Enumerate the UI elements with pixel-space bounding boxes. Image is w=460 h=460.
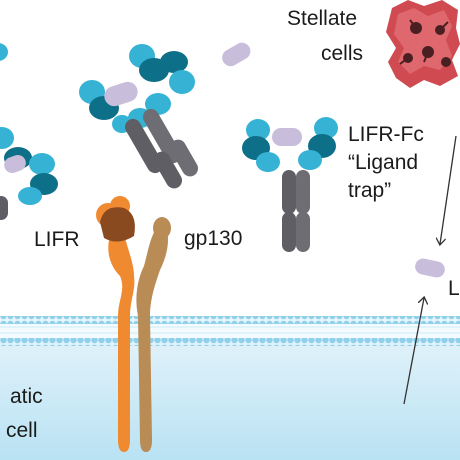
stellate-cells-label: Stellate: [287, 7, 358, 30]
lifr-fc-label: trap”: [348, 179, 392, 202]
lif-label: L: [448, 277, 460, 300]
arrow: [440, 135, 457, 244]
cell-label: cell: [6, 419, 38, 442]
antibody-ligand-complex: [79, 44, 198, 189]
stellate-cells-label: cells: [321, 42, 364, 65]
stellate-cells-icon: [386, 0, 460, 88]
gp130-label: gp130: [184, 227, 243, 250]
lifr-label: LIFR: [34, 228, 80, 251]
lifr-fc-label: LIFR-Fc: [348, 123, 424, 146]
cell-label: atic: [10, 385, 43, 408]
lifr-fc-label: “Ligand: [348, 151, 419, 174]
lifr-receptor: [96, 196, 135, 452]
antibody-ligand-complex: [0, 43, 58, 220]
lif-ligand: [415, 258, 445, 278]
gp130-receptor: [136, 217, 171, 452]
lifr-fc-ligand-trap: [242, 117, 338, 252]
cell-membrane: [0, 316, 460, 460]
lif-ligand: [222, 42, 251, 67]
arrow: [403, 298, 424, 405]
